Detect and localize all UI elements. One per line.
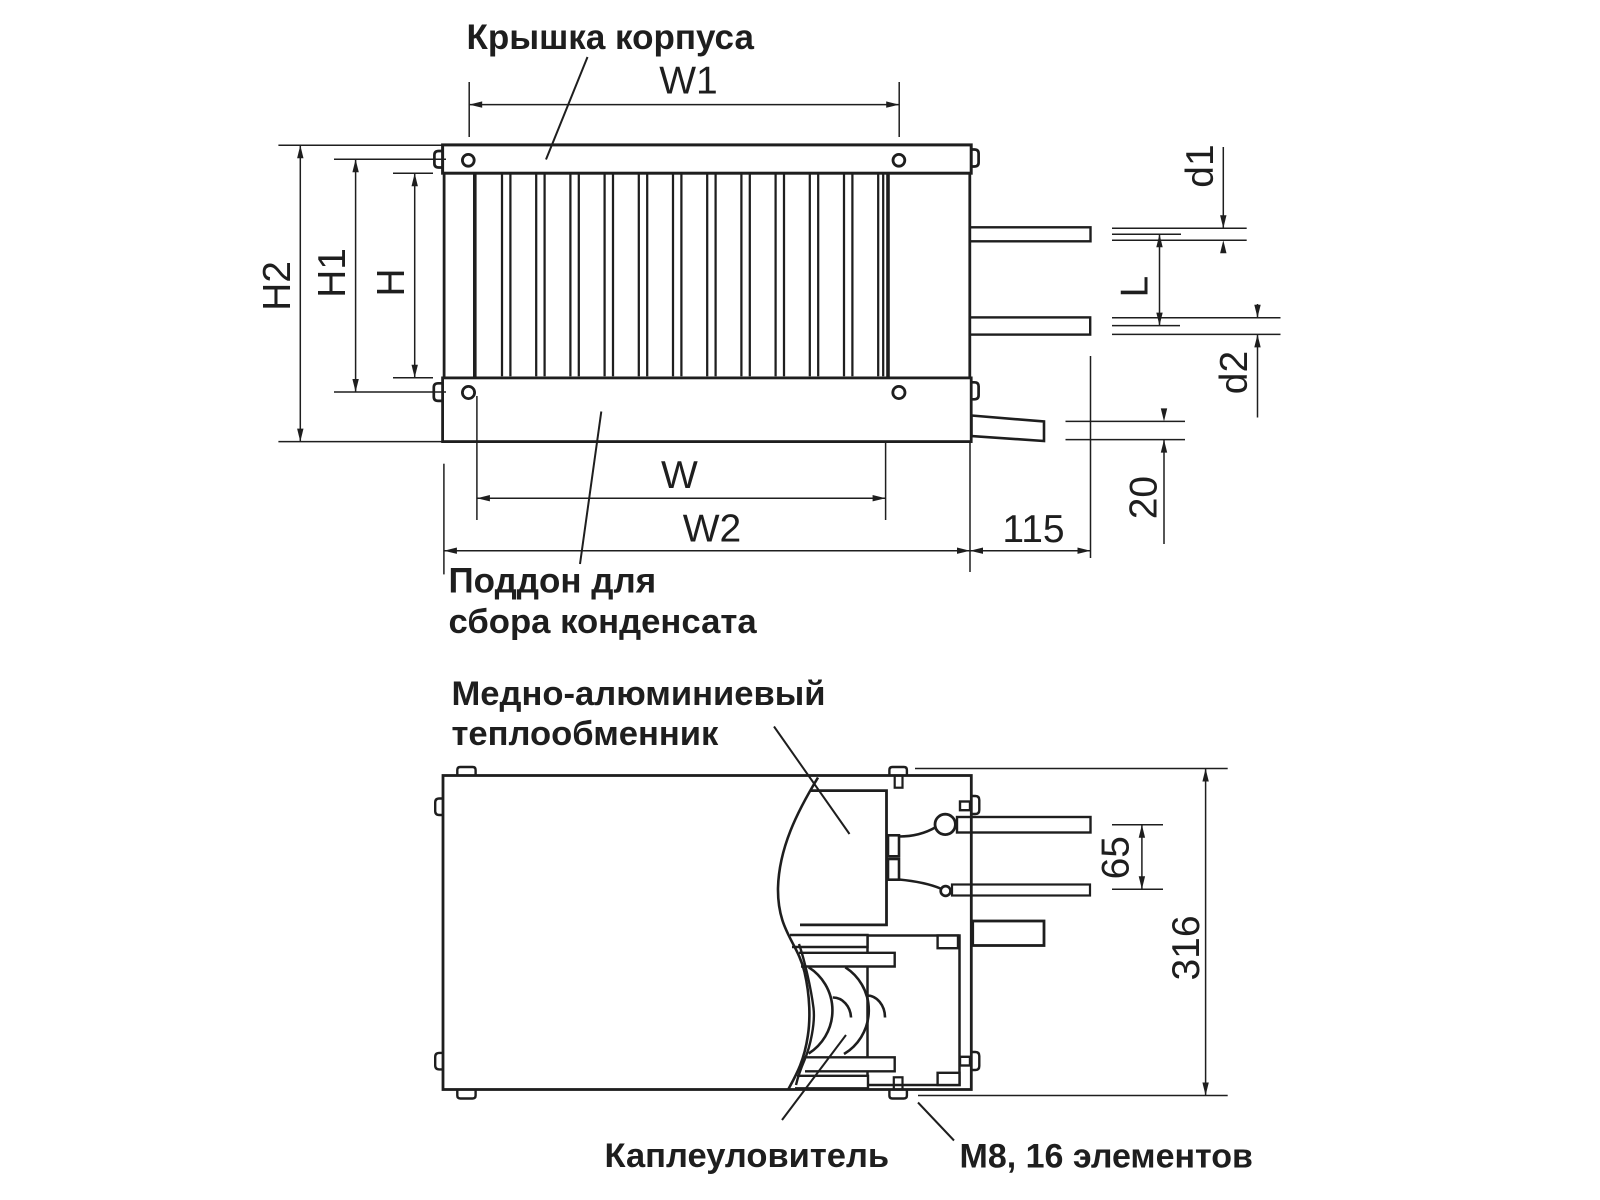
svg-text:сбора конденсата: сбора конденсата <box>449 603 758 641</box>
svg-text:W1: W1 <box>659 60 718 103</box>
svg-text:теплообменник: теплообменник <box>452 715 720 753</box>
svg-text:Крышка корпуса: Крышка корпуса <box>467 18 755 57</box>
svg-text:H1: H1 <box>311 248 354 298</box>
svg-text:115: 115 <box>1002 508 1064 551</box>
svg-text:L: L <box>1114 276 1157 298</box>
svg-text:316: 316 <box>1165 915 1208 980</box>
svg-text:W: W <box>661 454 698 497</box>
svg-text:М8, 16 элементов: М8, 16 элементов <box>960 1138 1253 1176</box>
svg-text:Поддон для: Поддон для <box>449 562 657 601</box>
svg-text:d2: d2 <box>1213 351 1256 394</box>
svg-text:W2: W2 <box>683 508 742 551</box>
svg-text:H2: H2 <box>256 261 299 311</box>
svg-text:d1: d1 <box>1179 144 1222 187</box>
svg-text:20: 20 <box>1123 476 1166 519</box>
svg-text:65: 65 <box>1094 836 1137 879</box>
svg-text:Медно-алюминиевый: Медно-алюминиевый <box>452 675 826 713</box>
svg-text:H: H <box>370 268 413 296</box>
svg-text:Каплеуловитель: Каплеуловитель <box>605 1137 890 1175</box>
